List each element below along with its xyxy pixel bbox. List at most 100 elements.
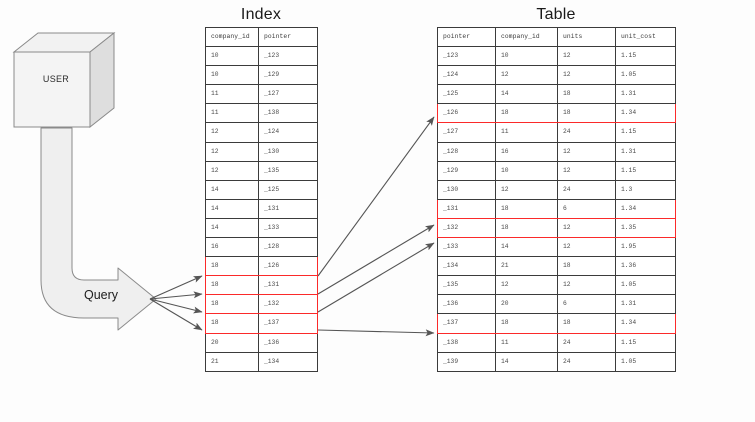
index-cell-pointer: _123 — [258, 46, 318, 67]
index-cell-pointer: _132 — [258, 294, 318, 315]
table-cell-units: 6 — [557, 198, 616, 219]
index-col-pointer: pointer — [258, 26, 318, 48]
table-cell-unit-cost: 1.05 — [615, 351, 676, 372]
table-row: 18_131 — [205, 275, 318, 296]
table-cell-company-id: 12 — [495, 179, 558, 200]
index-cell-company-id: 11 — [205, 103, 259, 124]
table-col-pointer: pointer — [437, 26, 496, 48]
table-cell-pointer: _129 — [437, 160, 496, 181]
table-cell-company-id: 10 — [495, 46, 558, 67]
table-cell-unit-cost: 1.31 — [615, 84, 676, 105]
table-cell-units: 24 — [557, 351, 616, 372]
table-row: 21_134 — [205, 351, 318, 372]
index-cell-pointer: _131 — [258, 275, 318, 296]
table-cell-units: 12 — [557, 275, 616, 296]
table-row: 12_124 — [205, 122, 318, 143]
table-cell-unit-cost: 1.15 — [615, 332, 676, 353]
table-cell-unit-cost: 1.05 — [615, 65, 676, 86]
index-cell-company-id: 11 — [205, 84, 259, 105]
index-cell-pointer: _129 — [258, 65, 318, 86]
table-cell-pointer: _132 — [437, 217, 496, 239]
user-label: USER — [42, 74, 70, 84]
index-title: Index — [240, 6, 282, 23]
index-cell-pointer: _127 — [258, 84, 318, 105]
table-cell-unit-cost: 1.05 — [615, 275, 676, 296]
table-cell-pointer: _128 — [437, 141, 496, 162]
table-cell-company-id: 18 — [495, 313, 558, 334]
table-cell-company-id: 18 — [495, 217, 558, 239]
table-cell-unit-cost: 1.36 — [615, 256, 676, 277]
index-cell-pointer: _125 — [258, 179, 318, 200]
index-cell-company-id: 12 — [205, 122, 259, 143]
table-cell-pointer: _130 — [437, 179, 496, 200]
table-cell-pointer: _136 — [437, 294, 496, 315]
table-cell-company-id: 18 — [495, 103, 558, 124]
index-cell-pointer: _134 — [258, 351, 318, 372]
table-cell-units: 18 — [557, 256, 616, 277]
table-cell-company-id: 14 — [495, 237, 558, 258]
table-row: 18_132 — [205, 294, 318, 315]
table-cell-units: 6 — [557, 294, 616, 315]
table-cell-pointer: _138 — [437, 332, 496, 353]
table-cell-company-id: 16 — [495, 141, 558, 162]
index-cell-company-id: 10 — [205, 46, 259, 67]
table-col-units: units — [557, 26, 616, 48]
table-cell-pointer: _135 — [437, 275, 496, 296]
table-cell-units: 12 — [557, 217, 616, 239]
table-col-company-id: company_id — [495, 26, 558, 48]
table-cell-pointer: _123 — [437, 46, 496, 67]
table-cell-units: 18 — [557, 313, 616, 334]
table-row: 18_137 — [205, 313, 318, 334]
table-cell-pointer: _133 — [437, 237, 496, 258]
index-cell-pointer: _136 — [258, 332, 318, 353]
table-row: 14_133 — [205, 217, 318, 239]
table-cell-unit-cost: 1.34 — [615, 103, 676, 124]
table-cell-unit-cost: 1.35 — [615, 217, 676, 239]
table-row: 20_136 — [205, 332, 318, 353]
table-cell-units: 12 — [557, 160, 616, 181]
index-cell-company-id: 14 — [205, 179, 259, 200]
table-cell-units: 12 — [557, 46, 616, 67]
index-cell-company-id: 20 — [205, 332, 259, 353]
index-col-company-id: company_id — [205, 26, 259, 48]
index-cell-pointer: _135 — [258, 160, 318, 181]
index-cell-company-id: 18 — [205, 294, 259, 315]
table-row: 12_135 — [205, 160, 318, 181]
table-cell-company-id: 11 — [495, 122, 558, 143]
table-cell-units: 24 — [557, 122, 616, 143]
table-cell-units: 12 — [557, 65, 616, 86]
index-cell-company-id: 12 — [205, 160, 259, 181]
table-row: 11_127 — [205, 84, 318, 105]
table-cell-units: 24 — [557, 332, 616, 353]
index-cell-pointer: _137 — [258, 313, 318, 334]
table-cell-units: 18 — [557, 103, 616, 124]
table-row: 14_131 — [205, 198, 318, 219]
table-cell-company-id: 14 — [495, 84, 558, 105]
table-col-unit-cost: unit_cost — [615, 26, 676, 48]
table-cell-pointer: _127 — [437, 122, 496, 143]
table-cell-pointer: _124 — [437, 65, 496, 86]
index-cell-company-id: 18 — [205, 256, 259, 277]
table-cell-unit-cost: 1.15 — [615, 160, 676, 181]
table-cell-unit-cost: 1.15 — [615, 122, 676, 143]
table-cell-units: 18 — [557, 84, 616, 105]
index-cell-pointer: _126 — [258, 256, 318, 277]
table-cell-pointer: _131 — [437, 198, 496, 219]
table-cell-company-id: 14 — [495, 351, 558, 372]
